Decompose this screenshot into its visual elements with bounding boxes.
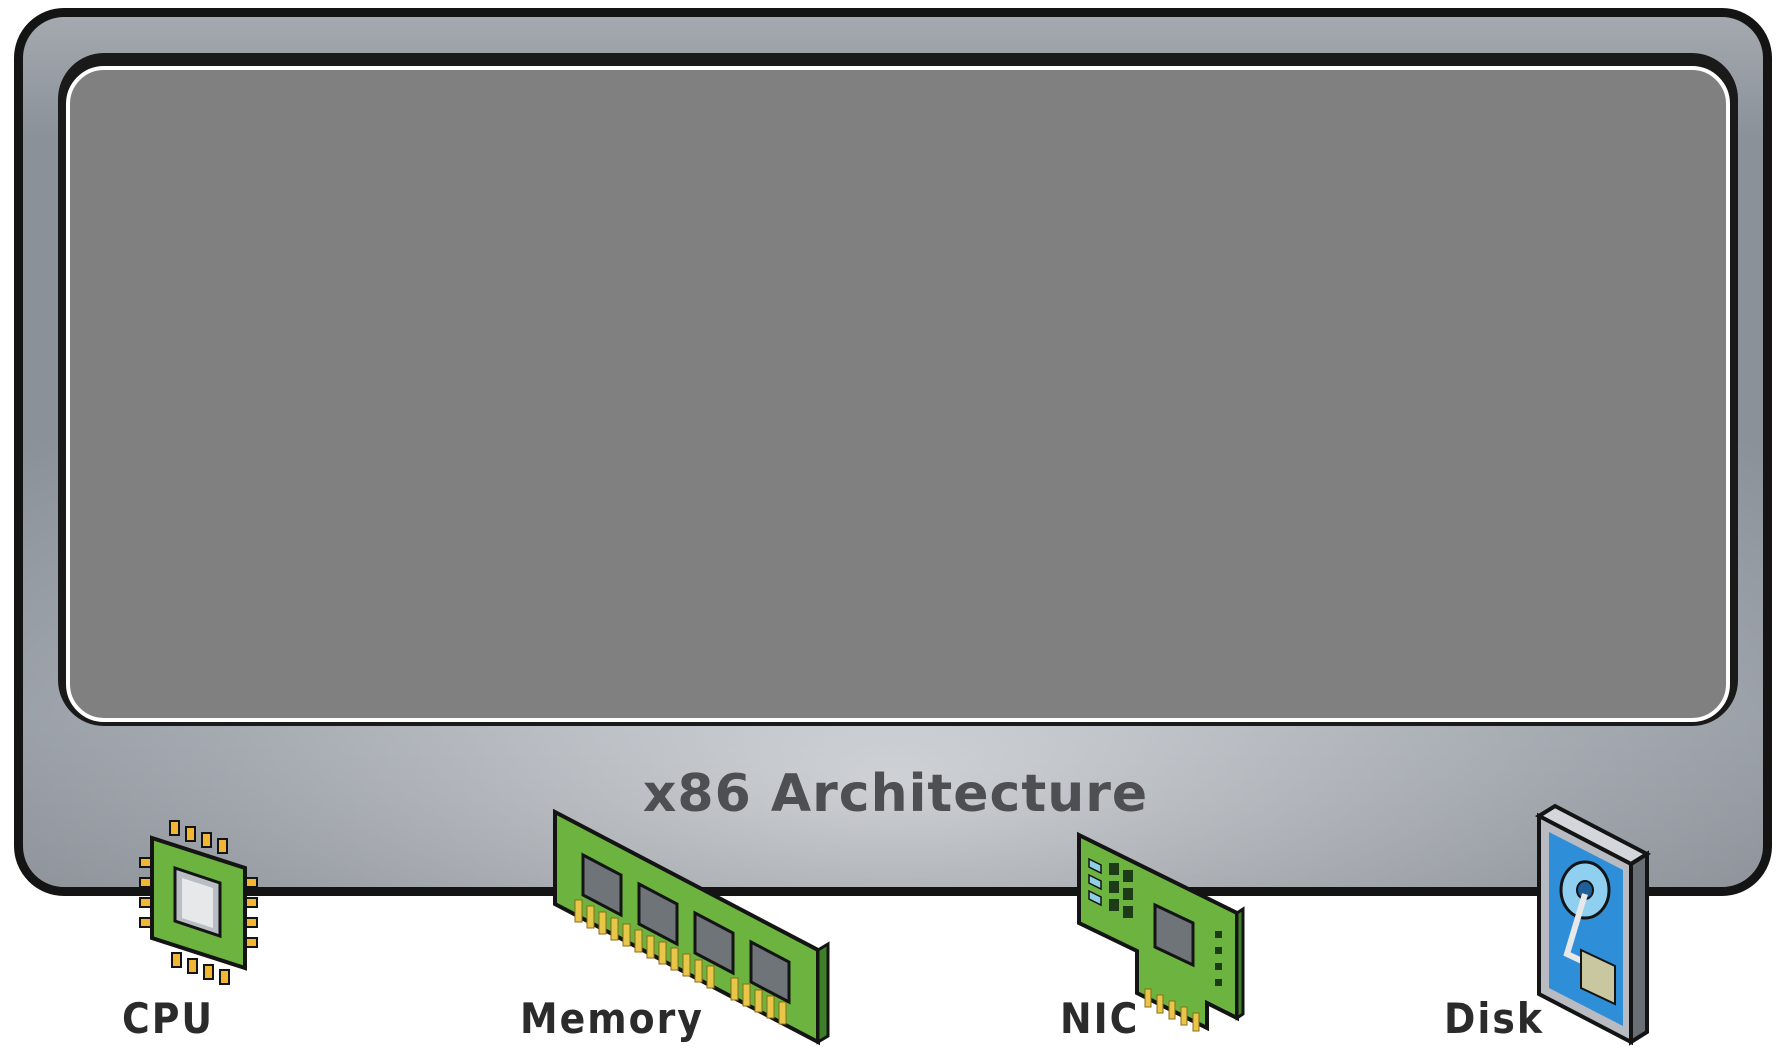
disk-label: Disk [1444,994,1544,1043]
cpu-chip-icon [139,820,258,985]
memory-label: Memory [520,994,704,1043]
network-card-icon [1077,831,1245,1032]
cpu-label: CPU [122,994,215,1043]
nic-label: NIC [1060,994,1140,1043]
hard-disk-icon [1534,803,1652,1046]
memory-module-icon [553,808,830,1046]
architecture-title: x86 Architecture [642,764,1149,824]
screen-panel [66,66,1730,722]
